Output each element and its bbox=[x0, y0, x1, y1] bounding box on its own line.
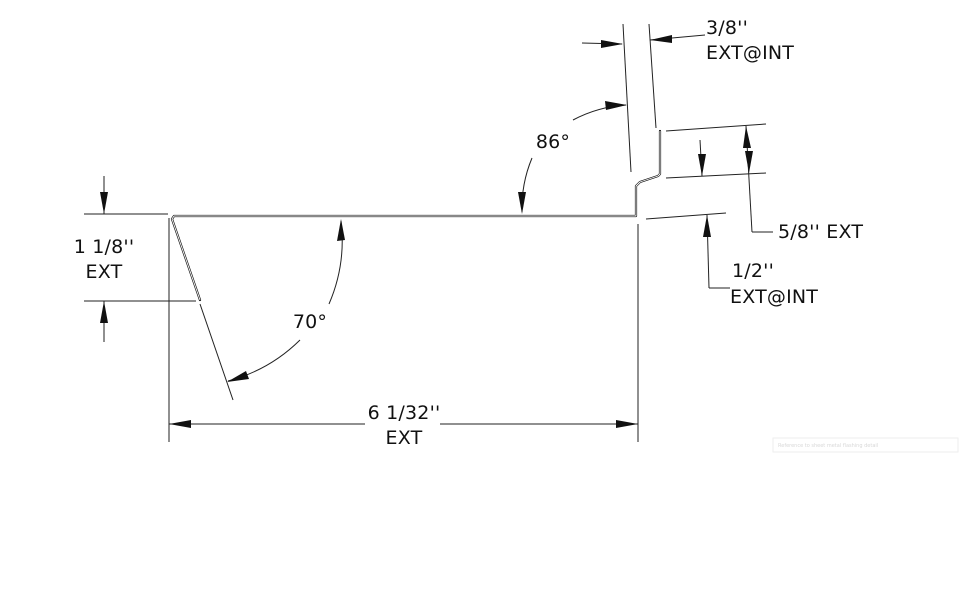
overall-width-label-line1: 6 1/32'' bbox=[368, 402, 441, 424]
top-riser-extension-left bbox=[622, 23, 632, 173]
bottom-angle-extension bbox=[199, 303, 234, 401]
overall-width-label-line2: EXT bbox=[386, 427, 423, 449]
top-gap-arrow-left bbox=[601, 40, 623, 48]
top-gap-dimension: 3/8'' EXT@INT bbox=[581, 17, 794, 64]
step-offset-dimension: 1/2'' EXT@INT bbox=[645, 139, 818, 308]
left-hem-arrow-bottom bbox=[100, 301, 108, 323]
top-gap-arrow-right bbox=[650, 35, 672, 43]
faint-note-box bbox=[772, 437, 959, 453]
top-gap-label-line1: 3/8'' bbox=[706, 17, 748, 39]
riser-extension-mid bbox=[665, 172, 767, 179]
step-arrow-upper bbox=[698, 154, 706, 176]
overall-width-arrow-left bbox=[169, 420, 191, 428]
overall-width-dimension: 6 1/32'' EXT bbox=[168, 218, 639, 449]
bottom-angle-arrow-bottom bbox=[227, 371, 249, 382]
left-hem-label-line1: 1 1/8'' bbox=[74, 236, 135, 258]
step-extension-bottom bbox=[645, 212, 727, 220]
riser-extension-top bbox=[665, 123, 767, 132]
flashing-profile bbox=[170, 129, 662, 302]
top-angle-dimension: 86° bbox=[518, 23, 657, 214]
step-arrow-lower bbox=[703, 215, 711, 237]
top-gap-label-line2: EXT@INT bbox=[706, 42, 794, 64]
top-angle-arrow-right bbox=[605, 101, 627, 110]
overall-width-arrow-right bbox=[616, 420, 638, 428]
faint-note-text: Reference to sheet metal flashing detail bbox=[778, 443, 878, 449]
top-angle-label: 86° bbox=[536, 131, 570, 153]
bottom-angle-label: 70° bbox=[293, 311, 327, 333]
riser-arrow-bottom bbox=[745, 151, 753, 173]
riser-height-label: 5/8'' EXT bbox=[778, 221, 863, 243]
riser-height-dimension: 5/8'' EXT bbox=[665, 123, 863, 243]
step-offset-label-line2: EXT@INT bbox=[730, 286, 818, 308]
left-hem-label-line2: EXT bbox=[86, 261, 123, 283]
bottom-angle-arc-lower bbox=[227, 339, 301, 382]
bottom-angle-dimension: 70° bbox=[199, 219, 345, 401]
step-offset-label-line1: 1/2'' bbox=[732, 260, 774, 282]
top-riser-extension-right bbox=[648, 23, 657, 129]
left-hem-arrow-top bbox=[100, 192, 108, 214]
faint-note: Reference to sheet metal flashing detail bbox=[772, 437, 959, 453]
top-angle-arc-upper bbox=[572, 104, 627, 121]
riser-arrow-top bbox=[743, 126, 751, 148]
bottom-angle-arrow-top bbox=[337, 219, 345, 241]
left-hem-dimension: 1 1/8'' EXT bbox=[74, 176, 196, 342]
top-angle-arrow-bottom bbox=[518, 192, 526, 214]
